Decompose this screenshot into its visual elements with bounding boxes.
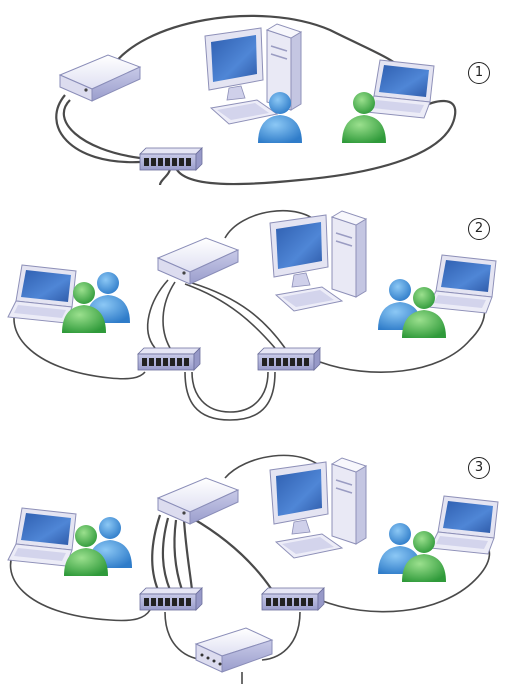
router-icon — [157, 237, 239, 285]
switch-icon — [261, 587, 325, 611]
switch-icon — [257, 347, 321, 371]
laptop-icon — [429, 495, 499, 555]
router-icon — [157, 477, 239, 525]
hub-icon — [195, 627, 273, 673]
cables — [55, 14, 457, 186]
switch-icon — [137, 347, 201, 371]
scenario-2 — [7, 209, 497, 421]
cables — [13, 209, 486, 421]
desktop-computer-icon — [269, 210, 367, 312]
desktop-computer-icon — [269, 457, 367, 559]
switch-icon — [139, 147, 203, 171]
laptop-icon — [7, 264, 77, 324]
laptop-icon — [427, 254, 497, 314]
scenario-number-2: 2 — [468, 218, 490, 240]
scenario-number-1: 1 — [468, 62, 490, 84]
router-icon — [59, 54, 141, 102]
laptop-icon — [7, 507, 77, 567]
scenario-1 — [55, 14, 457, 186]
scenario-3 — [7, 454, 499, 684]
scenario-number-3: 3 — [468, 457, 490, 479]
switch-icon — [139, 587, 203, 611]
laptop-icon — [365, 59, 435, 119]
